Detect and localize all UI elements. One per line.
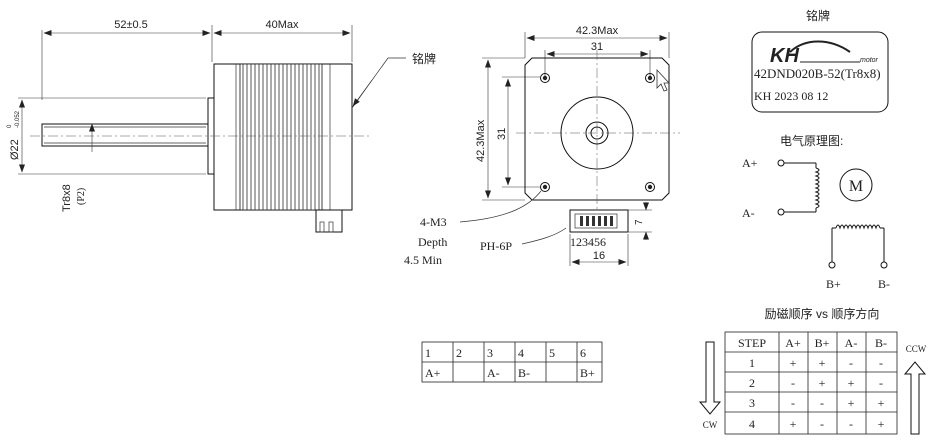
- schematic-title: 电气原理图:: [780, 133, 843, 148]
- step-cell: +: [819, 376, 826, 390]
- step-cell: -: [879, 356, 883, 370]
- step-cell: +: [878, 417, 885, 431]
- nameplate-date: KH 2023 08 12: [754, 89, 828, 103]
- label-holes-m3: 4-M3: [420, 215, 447, 229]
- step-header: B-: [875, 336, 887, 350]
- step-cell: +: [790, 417, 797, 431]
- ccw-label: CCW: [906, 344, 927, 354]
- step-cell: -: [791, 376, 795, 390]
- step-table: 励磁顺序 vs 顺序方向 STEP A+ B+ A- B- 1 + + - - …: [698, 306, 927, 435]
- nameplate-model: 42DND020B-52(Tr8x8): [754, 66, 881, 81]
- side-view: 52±0.5 40Max Ø22 0 -0.052 Tr8x8 (P2): [7, 19, 436, 233]
- dim-front-hole-v: 31: [496, 128, 508, 140]
- front-view: 42.3Max 31 42.3Max 31: [404, 25, 680, 267]
- label-connector: PH-6P: [480, 239, 512, 253]
- pin-signal: B-: [518, 366, 530, 380]
- dim-shaft-length: 52±0.5: [114, 19, 148, 31]
- connector-pins-drawing: [580, 216, 613, 226]
- dim-shaft-tol-bottom: -0.052: [15, 110, 21, 128]
- label-a-plus: A+: [742, 156, 758, 170]
- step-header: STEP: [738, 336, 766, 350]
- label-nameplate-pointer: 铭牌: [412, 51, 436, 66]
- step-cell: +: [819, 356, 826, 370]
- step-header: A-: [845, 336, 858, 350]
- step-cell: -: [820, 417, 824, 431]
- dim-shaft-diameter: Ø22: [9, 139, 21, 160]
- step-cell: -: [879, 376, 883, 390]
- dim-front-height: 42.3Max: [475, 119, 487, 162]
- step-table-title: 励磁顺序 vs 顺序方向: [765, 306, 880, 321]
- schematic-block: 电气原理图: A+ A- M B+ B-: [742, 133, 890, 291]
- cw-label: CW: [703, 420, 718, 430]
- label-b-plus: B+: [826, 277, 841, 291]
- label-holes-depth: Depth: [418, 235, 447, 249]
- nameplate-block: 铭牌 KH motor 42DND020B-52(Tr8x8) KH 2023 …: [751, 8, 889, 113]
- mounting-holes: [540, 73, 655, 192]
- step-cell: -: [849, 417, 853, 431]
- dim-shaft-tol-top: 0: [7, 124, 13, 128]
- pin-signal: B+: [580, 366, 595, 380]
- step-cell: 1: [749, 356, 755, 370]
- label-a-minus: A-: [742, 206, 755, 220]
- step-cell: +: [878, 396, 885, 410]
- pin-table: 1 2 3 4 5 6 A+ A- B- B+: [421, 341, 603, 383]
- step-cell: -: [849, 356, 853, 370]
- dim-connector-width: 16: [593, 250, 605, 262]
- brand-logo: KH motor: [770, 40, 879, 67]
- step-cell: +: [848, 376, 855, 390]
- step-cell: -: [820, 396, 824, 410]
- cw-arrow-icon: [698, 341, 722, 415]
- motor-symbol: M: [849, 178, 863, 195]
- pin-number: 3: [487, 346, 493, 360]
- step-cell: +: [848, 396, 855, 410]
- step-header: B+: [815, 336, 830, 350]
- dim-front-hole-h: 31: [591, 41, 603, 53]
- dim-connector-height: 7: [634, 219, 645, 225]
- pin-number: 1: [425, 346, 431, 360]
- pin-number: 4: [518, 346, 524, 360]
- pin-number: 5: [549, 346, 555, 360]
- pin-number: 6: [580, 346, 586, 360]
- lead-screw-pitch: (P2): [76, 188, 87, 205]
- nameplate-title: 铭牌: [806, 8, 830, 23]
- pin-signal: A+: [425, 366, 441, 380]
- dim-front-width: 42.3Max: [576, 25, 619, 37]
- label-holes-min: 4.5 Min: [404, 253, 442, 267]
- step-cell: +: [790, 356, 797, 370]
- svg-text:motor: motor: [860, 57, 879, 64]
- pin-number: 2: [456, 346, 462, 360]
- cursor-icon: [656, 68, 670, 92]
- lead-screw-spec: Tr8x8: [61, 184, 73, 212]
- step-header: A+: [785, 336, 801, 350]
- step-cell: -: [791, 396, 795, 410]
- step-cell: 3: [749, 396, 755, 410]
- pin-signal: A-: [487, 366, 500, 380]
- label-b-minus: B-: [878, 277, 890, 291]
- ccw-arrow-icon: [903, 361, 927, 435]
- step-cell: 2: [749, 376, 755, 390]
- step-cell: 4: [749, 417, 755, 431]
- connector-pin-numbers: 123456: [570, 235, 606, 249]
- dim-body-length: 40Max: [265, 19, 299, 31]
